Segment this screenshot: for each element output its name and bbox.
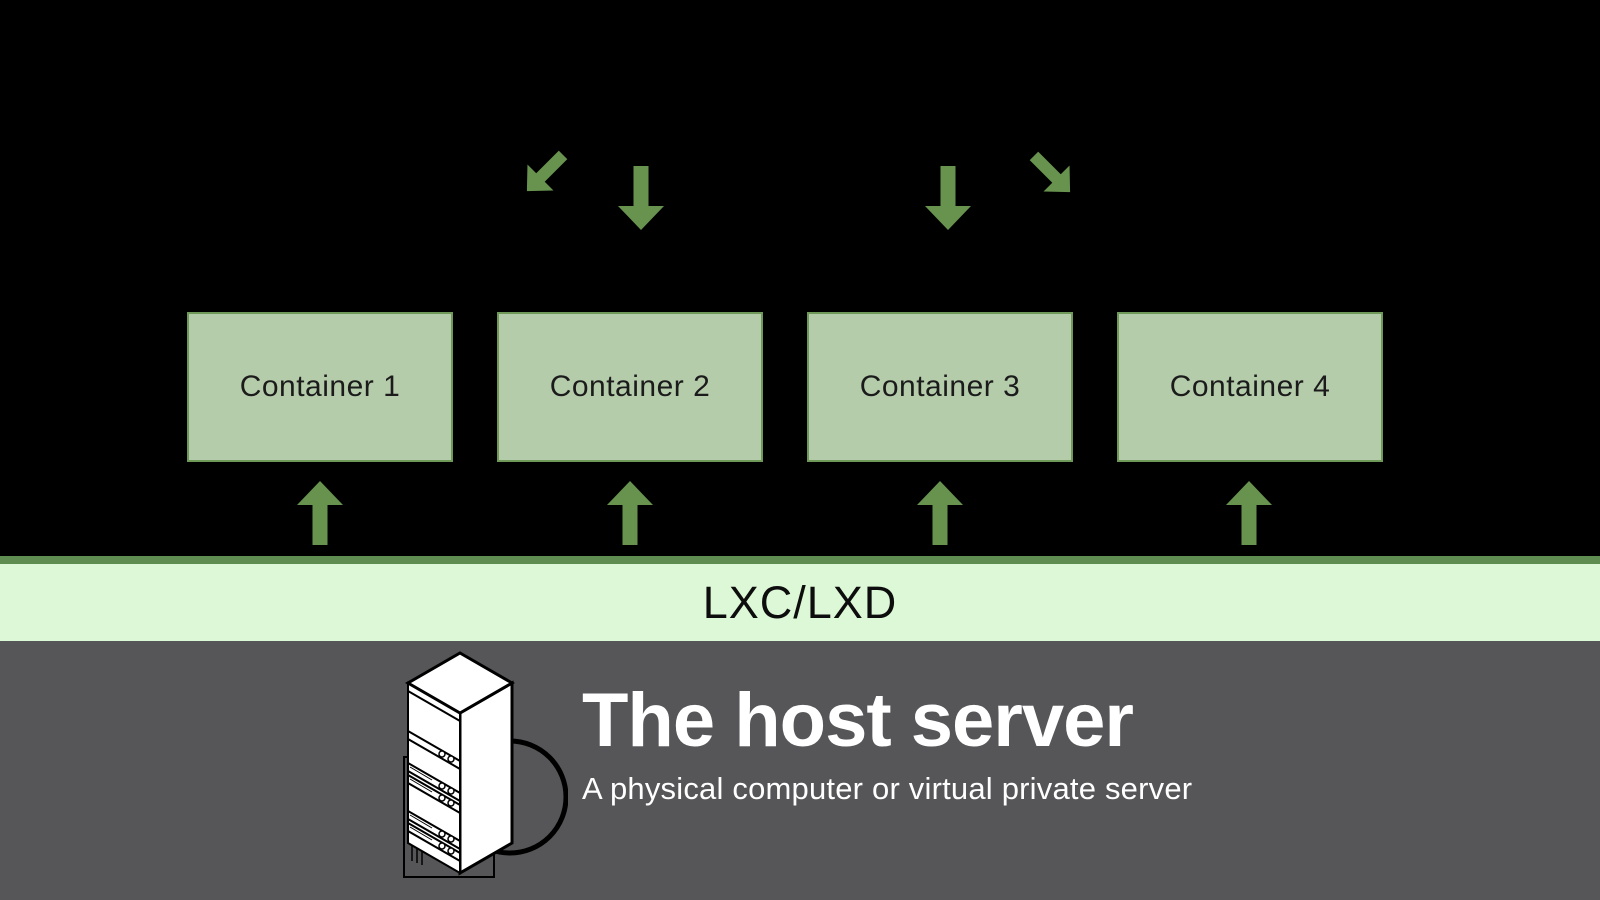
container-box-3: Container 3 <box>807 312 1073 462</box>
container-label: Container 3 <box>859 370 1021 403</box>
container-box-1: Container 1 <box>187 312 453 462</box>
up-arrow-icon <box>917 481 963 545</box>
container-box-4: Container 4 <box>1117 312 1383 462</box>
up-arrow-icon <box>1226 481 1272 545</box>
container-label: Container 1 <box>239 370 401 403</box>
container-label: Container 4 <box>1169 370 1331 403</box>
up-arrow-icon <box>607 481 653 545</box>
lxc-lxd-label: LXC/LXD <box>702 576 898 628</box>
down-right-arrow-icon <box>1021 143 1083 205</box>
up-arrow-icon <box>297 481 343 545</box>
down-arrow-icon <box>925 166 971 230</box>
down-arrow-icon <box>618 166 664 230</box>
lxc-lxd-layer: LXC/LXD <box>0 556 1600 641</box>
host-subtitle: A physical computer or virtual private s… <box>582 770 1193 806</box>
host-text-block: The host server A physical computer or v… <box>582 681 1192 807</box>
host-server-section: The host server A physical computer or v… <box>0 641 1600 900</box>
host-title: The host server <box>582 678 1134 763</box>
container-box-2: Container 2 <box>497 312 763 462</box>
down-left-arrow-icon <box>514 142 576 204</box>
container-label: Container 2 <box>549 370 711 403</box>
containers-row: Container 1 Container 2 Container 3 Cont… <box>187 312 1383 462</box>
server-rack-icon <box>403 651 568 878</box>
